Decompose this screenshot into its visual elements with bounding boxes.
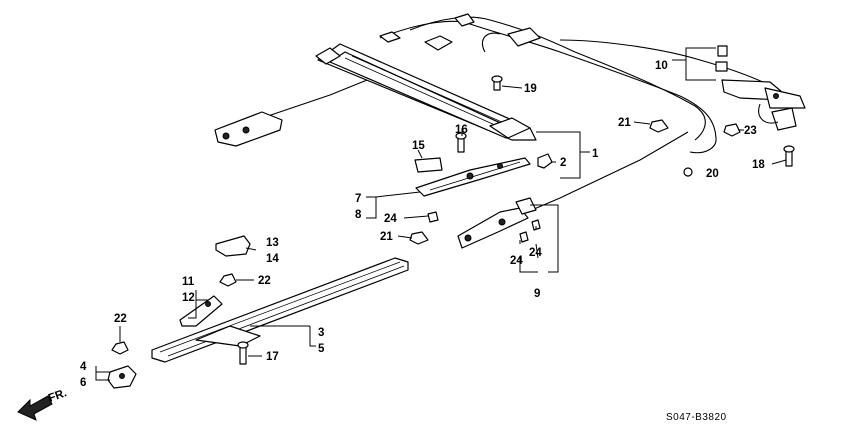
callout-4: 4 — [80, 361, 87, 373]
diagram-code: S047-B3820 — [666, 412, 727, 423]
callout-11: 11 — [182, 276, 195, 288]
callout-13: 13 — [266, 237, 279, 249]
cover-13 — [215, 235, 251, 257]
callout-24-right-b: 24 — [529, 247, 542, 259]
callout-3: 3 — [318, 327, 324, 339]
front-direction-label: FR. — [47, 387, 69, 405]
callout-1: 1 — [592, 148, 599, 160]
clip-2 — [537, 153, 553, 169]
callout-17: 17 — [266, 351, 279, 363]
callout-9: 9 — [534, 288, 540, 300]
callout-5: 5 — [318, 343, 325, 355]
fasteners — [111, 75, 795, 365]
callout-2: 2 — [560, 157, 566, 169]
callout-labels: 1 2 3 5 4 6 7 8 9 10 11 12 13 14 15 16 1… — [80, 60, 765, 389]
callout-6: 6 — [80, 377, 86, 389]
callout-19: 19 — [524, 83, 537, 95]
callout-14: 14 — [266, 253, 279, 265]
slider-right — [457, 207, 529, 249]
callout-22-lower: 22 — [114, 313, 127, 325]
front-direction-arrow — [17, 395, 53, 421]
callout-16: 16 — [455, 124, 468, 136]
callout-22-upper: 22 — [258, 275, 271, 287]
callout-7: 7 — [355, 193, 361, 205]
callout-24-left: 24 — [384, 213, 397, 225]
leader-lines — [95, 47, 787, 381]
callout-12: 12 — [182, 292, 195, 304]
callout-20: 20 — [706, 168, 719, 180]
callout-24-right-a: 24 — [510, 255, 523, 267]
guide-15 — [414, 157, 443, 173]
callout-21-lower: 21 — [380, 231, 393, 243]
sunroof-motor — [715, 45, 806, 131]
callout-21-upper: 21 — [618, 117, 631, 129]
callout-18: 18 — [752, 159, 765, 171]
callout-8: 8 — [355, 209, 362, 221]
callout-23: 23 — [744, 125, 757, 137]
callout-15: 15 — [412, 140, 425, 152]
sunroof-frame — [214, 13, 541, 147]
guide-rail — [151, 257, 409, 363]
callout-10: 10 — [655, 60, 668, 72]
